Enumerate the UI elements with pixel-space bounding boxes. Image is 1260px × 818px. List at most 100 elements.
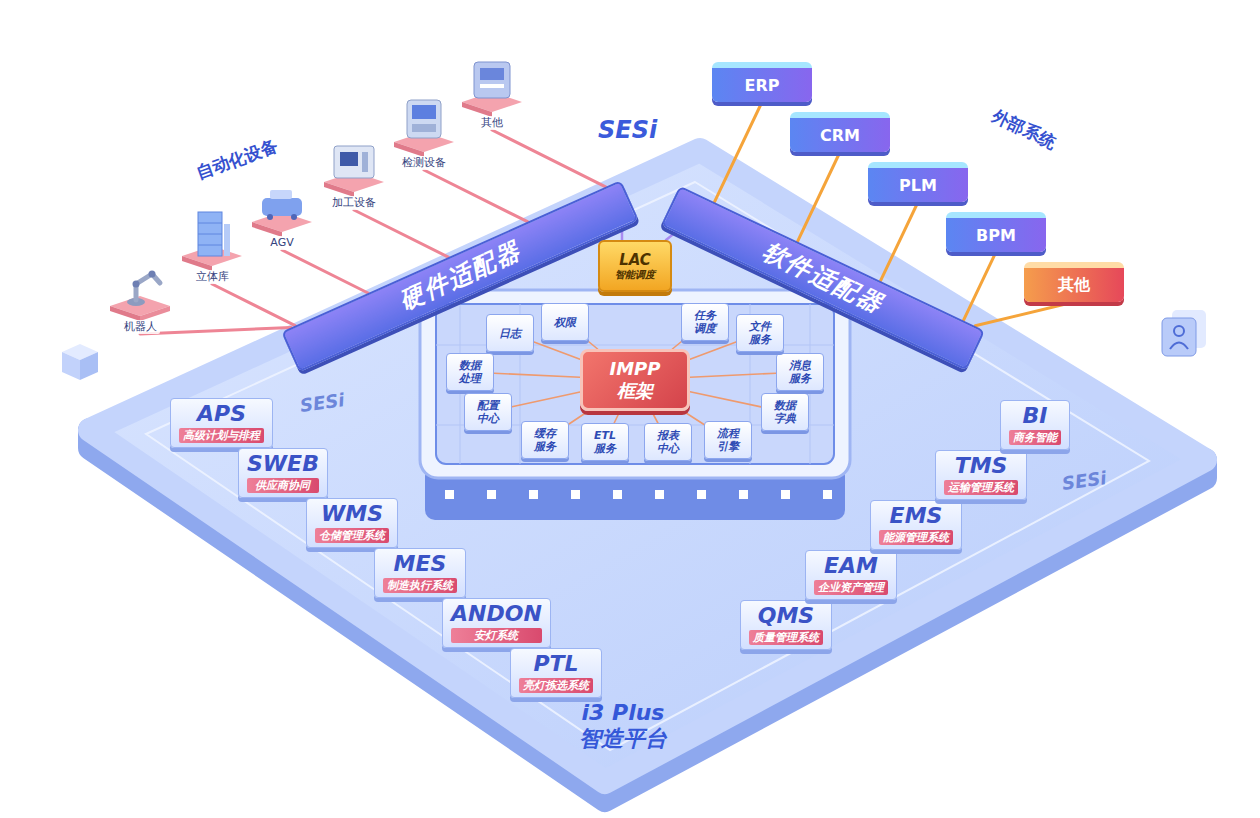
node-label: 能源管理系统 <box>879 530 953 545</box>
group-label: 自动化设备 <box>194 134 282 185</box>
system-panel: BI 商务智能 <box>1000 400 1070 450</box>
connector-line <box>975 302 1074 326</box>
connector-line <box>424 170 528 222</box>
node-label: 安灯系统 <box>451 628 542 643</box>
node-label: 数据字典 <box>773 399 797 425</box>
system-panel: ANDON 安灯系统 <box>442 598 551 648</box>
node-label: 检测设备 <box>399 156 449 170</box>
node-label: 缓存服务 <box>533 427 557 453</box>
connector-line <box>672 341 682 349</box>
device-station: 加工设备 <box>322 138 386 210</box>
external-system-box: BPM <box>946 212 1046 252</box>
device-station: 检测设备 <box>392 98 456 170</box>
system-panel: TMS 运输管理系统 <box>935 450 1027 500</box>
connector-line <box>690 342 736 359</box>
service-module: 任务调度 <box>681 303 729 341</box>
connector-line <box>964 252 996 320</box>
node-label: BI <box>1009 404 1061 428</box>
user-icon <box>1162 310 1206 356</box>
node-label: QMS <box>749 604 823 628</box>
service-module: 日志 <box>486 314 534 352</box>
node-label: 消息服务 <box>788 359 812 385</box>
core-frame <box>420 290 850 520</box>
external-system-box: PLM <box>868 162 968 202</box>
node-label: SWEB <box>247 452 319 476</box>
connector-line <box>798 152 840 241</box>
node-label: 供应商协同 <box>247 478 319 493</box>
node-label: 文件服务 <box>748 320 772 346</box>
connector-line <box>354 210 448 257</box>
service-module: ETL服务 <box>581 423 629 461</box>
scheduler-chip: LAC智能调度 <box>598 240 672 292</box>
connector-line <box>652 411 658 423</box>
node-label: 质量管理系统 <box>749 630 823 645</box>
node-label: WMS <box>315 502 389 526</box>
node-label: 高级计划与排程 <box>179 428 264 443</box>
system-panel: EMS 能源管理系统 <box>870 500 962 550</box>
connector-line <box>512 392 580 407</box>
service-module: 报表中心 <box>644 423 692 461</box>
system-panel: WMS 仓储管理系统 <box>306 498 398 548</box>
logo-text: SESi <box>598 116 657 144</box>
connector-line <box>140 327 291 334</box>
device-station: AGV <box>250 178 314 250</box>
connector-line <box>881 202 918 281</box>
connector-line <box>666 232 676 240</box>
node-label: BPM <box>976 226 1016 245</box>
node-label: 智能调度 <box>615 269 655 281</box>
label-holder: SESi <box>598 116 657 144</box>
system-panel: APS高级计划与排程 <box>170 398 273 448</box>
service-module: 消息服务 <box>776 353 824 391</box>
external-system-box: CRM <box>790 112 890 152</box>
group-label: 外部系统 <box>988 105 1059 155</box>
label-holder: 自动化设备 <box>194 134 282 185</box>
node-label: 运输管理系统 <box>944 480 1018 495</box>
connector-line <box>614 411 620 423</box>
node-label: ANDON <box>451 602 542 626</box>
node-label: PLM <box>899 176 937 195</box>
system-panel: EAM企业资产管理 <box>805 550 897 600</box>
connector-line <box>534 342 580 359</box>
node-label: 其他 <box>478 116 506 130</box>
node-label: ETL服务 <box>593 429 617 455</box>
system-panel: QMS 质量管理系统 <box>740 600 832 650</box>
connector-line <box>282 250 368 293</box>
device-station: 立体库 <box>180 212 244 284</box>
node-label: AGV <box>267 236 296 250</box>
service-module: 文件服务 <box>736 314 784 352</box>
device-station: 机器人 <box>108 262 172 334</box>
title-holder: i3 Plus 智造平台 <box>575 700 671 752</box>
connector-line <box>690 373 776 377</box>
service-module: 配置中心 <box>464 393 512 431</box>
node-label: IMPP 框架 <box>603 358 667 402</box>
framework-chip: IMPP 框架 <box>580 349 690 411</box>
node-label: 商务智能 <box>1009 430 1061 445</box>
connector-line <box>212 284 295 326</box>
node-label: 日志 <box>498 327 522 340</box>
service-module: 权限 <box>541 303 589 341</box>
node-label: 其他 <box>1058 275 1090 296</box>
service-module: 缓存服务 <box>521 421 569 459</box>
connector-line <box>715 102 763 202</box>
connector-line <box>621 228 624 240</box>
connector-line <box>494 373 580 377</box>
node-label: 仓储管理系统 <box>315 528 389 543</box>
system-panel: SWEB 供应商协同 <box>238 448 328 498</box>
node-label: TMS <box>944 454 1018 478</box>
node-label: 立体库 <box>193 270 232 284</box>
platform-slab <box>90 150 1205 800</box>
node-label: EMS <box>879 504 953 528</box>
node-label: 数据处理 <box>458 359 482 385</box>
node-label: 企业资产管理 <box>814 580 888 595</box>
label-holder: 外部系统 <box>988 105 1059 155</box>
node-label: PTL <box>519 652 593 676</box>
service-module: 数据字典 <box>761 393 809 431</box>
connector-line <box>588 341 598 349</box>
node-label: 权限 <box>553 316 577 329</box>
system-panel: PTL 亮灯拣选系统 <box>510 648 602 698</box>
system-panel: MES制造执行系统 <box>374 548 466 598</box>
node-label: 报表中心 <box>656 429 680 455</box>
node-label: 亮灯拣选系统 <box>519 678 593 693</box>
connector-line <box>690 392 761 407</box>
